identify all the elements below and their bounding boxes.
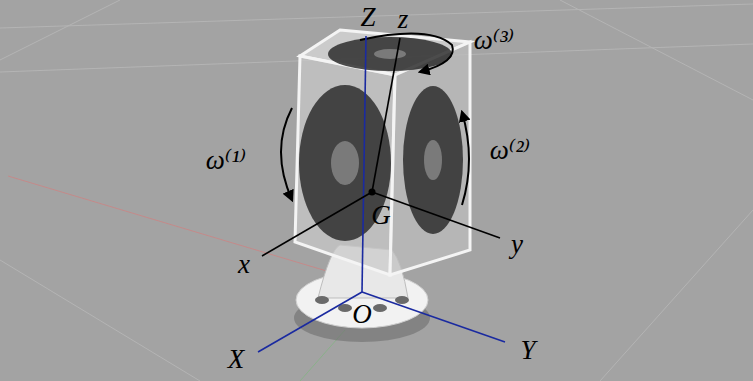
- rotation-label: ω⁽¹⁾: [206, 147, 246, 174]
- center-of-mass: [369, 189, 376, 196]
- red-axis: [8, 176, 330, 272]
- world-axes: [258, 36, 505, 352]
- fan-3: [328, 37, 452, 71]
- point-label: G: [371, 202, 391, 229]
- axis-label: z: [398, 6, 409, 33]
- rotation-arrow: [462, 112, 469, 205]
- body-axes: [262, 38, 500, 256]
- axis-label: X: [228, 346, 245, 373]
- rotation-arrow: [360, 34, 453, 72]
- cube-left-face: [295, 56, 395, 275]
- rotation-arrow: [281, 108, 292, 200]
- cube-right-face: [390, 42, 470, 275]
- point-label: O: [352, 301, 372, 328]
- axis-label: Z: [360, 4, 375, 31]
- axis-label: x: [238, 251, 250, 278]
- fan-2: [403, 86, 463, 234]
- axis-label: Y: [520, 337, 535, 364]
- rotation-label: ω⁽³⁾: [474, 27, 514, 54]
- rotation-label: ω⁽²⁾: [490, 137, 530, 164]
- axis-label: y: [511, 231, 523, 258]
